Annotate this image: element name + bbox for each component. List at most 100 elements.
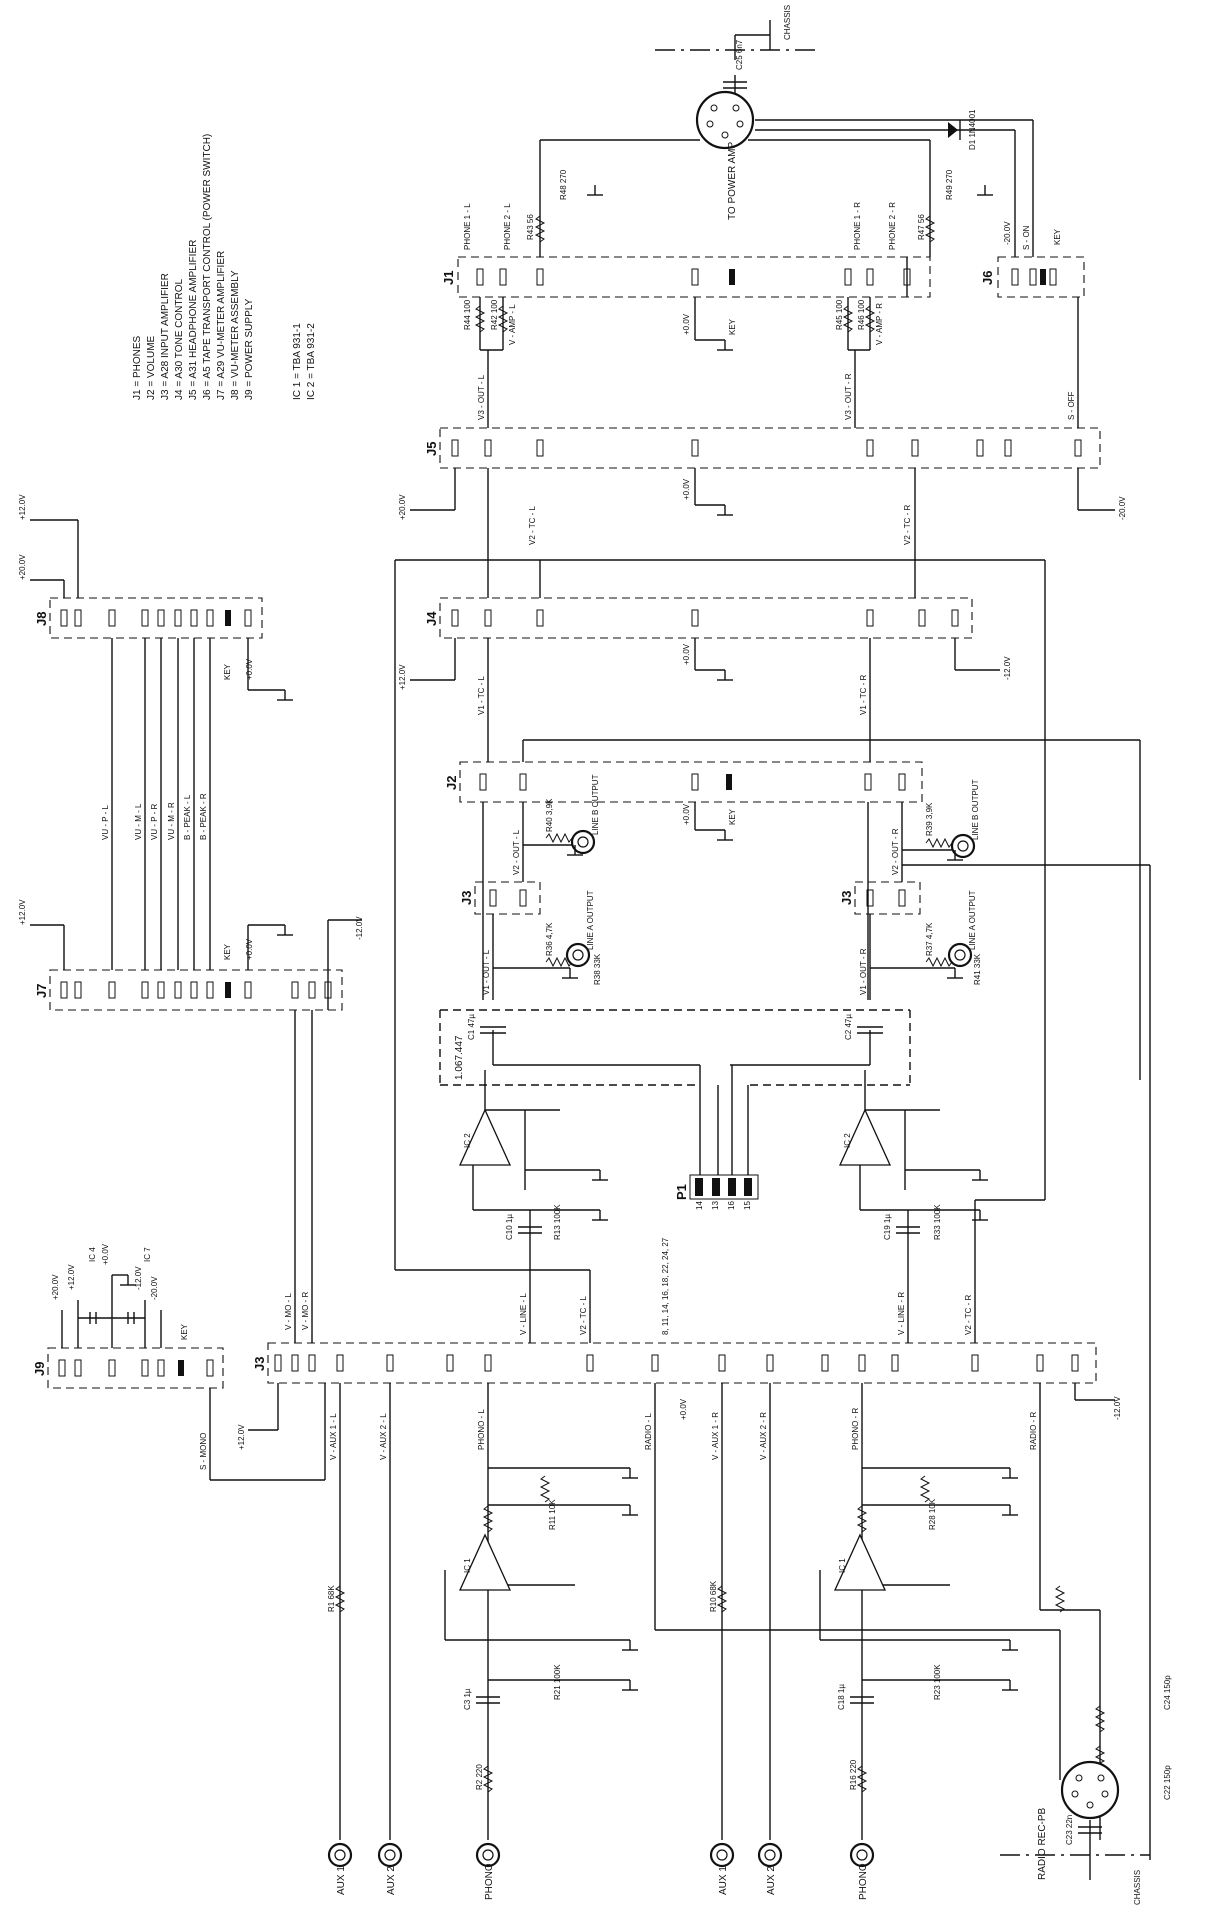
signal-labels: PHONE 1 - L PHONE 2 - L PHONE 1 - R PHON… (101, 202, 1076, 1470)
sup-key-j9: KEY (180, 1323, 189, 1340)
label-radio: RADIO REC-PB (1037, 1807, 1048, 1880)
sup-m12-j4: -12.0V (1003, 656, 1012, 680)
io-labels: AUX 1 AUX 2 PHONO AUX 1 AUX 2 PHONO RADI… (336, 5, 1142, 1905)
sig-v-line-l: V - LINE - L (519, 1293, 528, 1335)
comp-c3: C3 1µ (463, 1688, 472, 1710)
sig-v-aux1-l: V - AUX 1 - L (329, 1413, 338, 1460)
j8-header (49, 597, 263, 639)
comp-c23: C23 22n (1065, 1815, 1074, 1845)
sig-v-line-r: V - LINE - R (897, 1292, 906, 1335)
j1-header (457, 256, 931, 298)
component-labels: R44 100 R42 100 R45 100 R46 100 R43 56 R… (327, 39, 1172, 1845)
diode-d1 (948, 120, 961, 140)
sig-v1-tc-r: V1 - TC - R (859, 674, 868, 715)
sup-p20-j8: +20.0V (18, 554, 27, 580)
resistors (335, 215, 1105, 1793)
legend-j2: J2 = VOLUME (146, 335, 157, 400)
sup-m12-j7: -12.0V (355, 916, 364, 940)
comp-r36: R36 4,7K (545, 922, 554, 956)
comp-c18: C18 1µ (837, 1684, 846, 1710)
comp-r1: R1 68K (327, 1585, 336, 1612)
sig-v2-tc-l-2: V2 - TC - L (579, 1295, 588, 1335)
j6-header (997, 256, 1085, 298)
sup-p20-j5: +20.0V (398, 494, 407, 520)
sup-p20-j9: +20.0V (51, 1274, 60, 1300)
label-line-b-r: LINE B OUTPUT (971, 779, 980, 840)
comp-ic2-left: IC 2 (463, 1133, 472, 1148)
sup-zero-j3: +0.0V (679, 1398, 688, 1420)
comp-r38: R38 33K (593, 953, 602, 985)
sig-phono-r: PHONO - R (851, 1408, 860, 1450)
sig-b-peak-l: B - PEAK - L (183, 794, 192, 840)
comp-r46: R46 100 (857, 299, 866, 330)
sup-m12-j3: -12.0V (1113, 1396, 1122, 1420)
label-aux1-l: AUX 1 (336, 1866, 347, 1895)
p1-link-block (689, 1174, 759, 1200)
label-line-b-l: LINE B OUTPUT (591, 774, 600, 835)
sig-v2-out-l: V2 - OUT - L (512, 829, 521, 875)
label-aux1-r: AUX 1 (718, 1866, 729, 1895)
sig-v-amp-r: V - AMP - R (875, 303, 884, 345)
sup-m20-j9: -20.0V (150, 1276, 159, 1300)
grounds (119, 184, 1019, 1691)
ic2-right (838, 1108, 892, 1166)
legend-j9: J9 = POWER SUPPLY (244, 298, 255, 400)
sup-ic7: IC 7 (143, 1247, 152, 1262)
label-line-a-l: LINE A OUTPUT (586, 890, 595, 950)
connector-labels: J1 J6 J5 J4 J2 J3 J3 J8 J7 J9 J3 P1 (32, 271, 995, 1376)
comp-r49: R49 270 (945, 169, 954, 200)
label-j3-main: J3 (252, 1357, 267, 1371)
comp-c10: C10 1µ (505, 1214, 514, 1240)
comp-r28: R28 10K (928, 1498, 937, 1530)
comp-c1: C1 47µ (467, 1014, 476, 1040)
sig-v2-out-r: V2 - OUT - R (891, 828, 900, 875)
sig-v1-out-l: V1 - OUT - L (482, 949, 491, 995)
comp-r43: R43 56 (526, 214, 535, 240)
legend-j5: J5 = A31 HEADPHONE AMPLIFIER (188, 240, 199, 400)
label-j8: J8 (34, 612, 49, 626)
comp-r40: R40 3,9K (545, 798, 554, 832)
j3-main-header (267, 1342, 1097, 1384)
sig-v1-out-r: V1 - OUT - R (859, 948, 868, 995)
sup-zero-j2: +0.0V (682, 803, 691, 825)
comp-c24: C24 150p (1163, 1675, 1172, 1710)
sig-v2-tc-l: V2 - TC - L (528, 505, 537, 545)
sup-key-j8: KEY (223, 663, 232, 680)
label-j3-right: J3 (839, 891, 854, 905)
label-phono-l: PHONO (484, 1863, 495, 1900)
comp-c22: C22 150p (1163, 1765, 1172, 1800)
sig-phono-l: PHONO - L (477, 1409, 486, 1450)
sup-zero-j8: +0.0V (245, 658, 254, 680)
legend-j1: J1 = PHONES (132, 335, 143, 400)
sig-radio-r: RADIO - R (1029, 1412, 1038, 1450)
sup-m20-j6: -20.0V (1003, 221, 1012, 245)
comp-ic2-right: IC 2 (843, 1133, 852, 1148)
comp-c25: C25 6n7 (735, 39, 744, 70)
label-j9: J9 (32, 1362, 47, 1376)
sig-s-on: S - ON (1022, 225, 1031, 250)
sup-ic4: IC 4 (88, 1247, 97, 1262)
legend-ic2: IC 2 = TBA 931-2 (306, 323, 317, 400)
sup-key-j6: KEY (1053, 228, 1062, 245)
label-chassis-bottom: CHASSIS (1133, 1870, 1142, 1905)
sup-p12-j9: +12.0V (67, 1264, 76, 1290)
label-j7: J7 (34, 984, 49, 998)
sig-phone1-l: PHONE 1 - L (463, 203, 472, 250)
j5-header (439, 427, 1101, 469)
legend-j4: J4 = A30 TONE CONTROL (174, 278, 185, 400)
sig-s-off: S - OFF (1067, 391, 1076, 420)
comp-r11: R11 10K (548, 1499, 557, 1530)
sig-v2-tc-r-2: V2 - TC - R (964, 1294, 973, 1335)
legend-j7: J7 = A29 VU-METER AMPLIFIER (216, 251, 227, 400)
j9-header (47, 1347, 224, 1389)
ic1-left (458, 1533, 512, 1591)
wiring (30, 20, 1151, 1880)
sup-zero-j9: +0.0V (101, 1243, 110, 1265)
sig-vu-m-l: VU - M - L (134, 803, 143, 840)
sig-v2-tc-r: V2 - TC - R (903, 504, 912, 545)
sig-v-aux2-l: V - AUX 2 - L (379, 1413, 388, 1460)
legend-j3: J3 = A28 INPUT AMPLIFIER (160, 273, 171, 400)
comp-r16: R16 220 (849, 1759, 858, 1790)
label-j1: J1 (441, 271, 456, 285)
